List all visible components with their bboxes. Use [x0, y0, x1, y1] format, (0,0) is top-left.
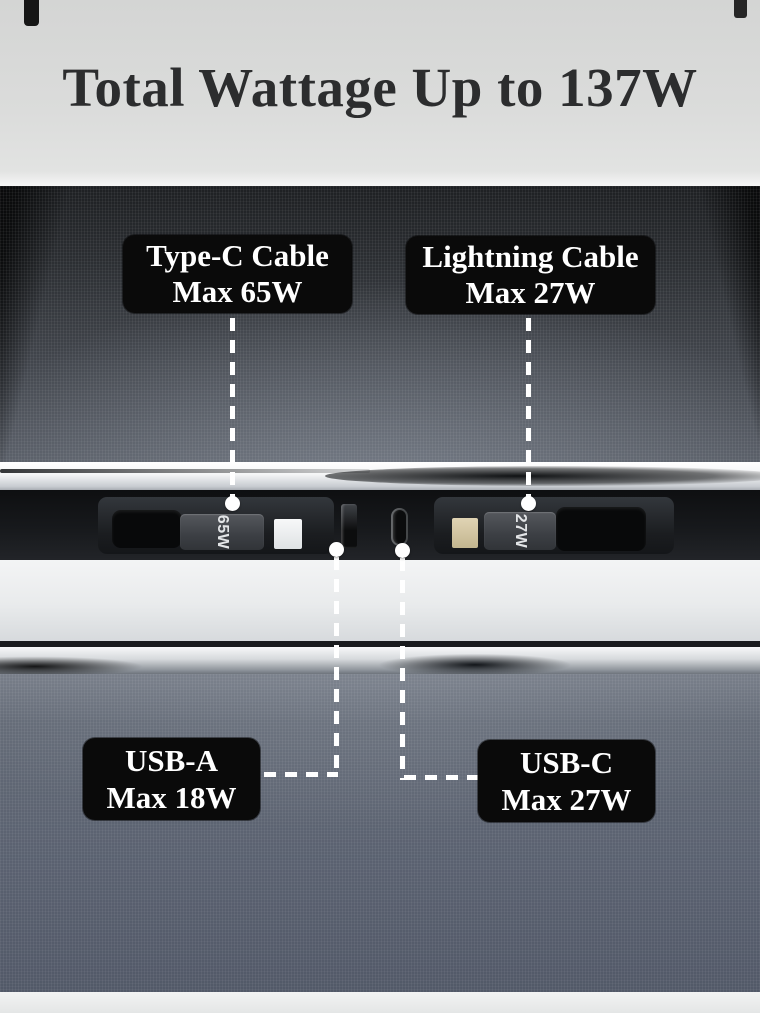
type-c-plug-body: 65W: [180, 514, 264, 550]
lightning-plug-tip: [452, 518, 478, 548]
label-type-c-cable: Type-C Cable Max 65W: [123, 235, 352, 313]
callout-dot-usb-a: [329, 542, 344, 557]
tray-front-edge: [0, 560, 760, 641]
type-c-wattage-marking: 65W: [214, 514, 231, 550]
type-c-cable-strain-relief: [112, 510, 182, 548]
callout-dot-lightning: [521, 496, 536, 511]
label-usb-a-line1: USB-A: [124, 743, 218, 778]
label-type-c-line2: Max 65W: [172, 274, 303, 309]
callout-line-type-c: [230, 318, 235, 502]
usb-a-connector-slot: [341, 504, 357, 548]
label-usb-c: USB-C Max 27W: [478, 740, 655, 822]
callout-dot-usb-c: [395, 543, 410, 558]
label-usb-a: USB-A Max 18W: [83, 738, 260, 820]
callout-line-usb-c-horizontal: [404, 775, 480, 780]
console-lid-surface: [0, 186, 760, 462]
chrome-trim-upper: [0, 462, 760, 490]
callout-line-usb-a-horizontal: [264, 772, 338, 777]
chrome-trim-lower: [0, 641, 760, 674]
label-lightning-line2: Max 27W: [465, 275, 596, 310]
type-c-plug-tip: [274, 519, 302, 549]
carbon-texture: [0, 186, 760, 462]
callout-line-usb-a-vertical: [334, 557, 339, 777]
label-lightning-line1: Lightning Cable: [422, 239, 639, 274]
usb-c-connector-slot: [391, 508, 408, 546]
page-title: Total Wattage Up to 137W: [62, 57, 698, 118]
console-base-surface: [0, 674, 760, 992]
photo-edge-mark-left: [24, 0, 39, 26]
lightning-cable-strain-relief: [556, 507, 646, 551]
header-band: Total Wattage Up to 137W: [0, 0, 760, 186]
lightning-wattage-marking: 27W: [512, 513, 529, 549]
label-lightning-cable: Lightning Cable Max 27W: [406, 236, 655, 314]
linen-texture: [0, 674, 760, 992]
label-usb-c-line1: USB-C: [519, 745, 613, 780]
callout-line-usb-c-vertical: [400, 558, 405, 780]
callout-dot-type-c: [225, 496, 240, 511]
callout-line-lightning: [526, 318, 531, 502]
label-usb-a-line2: Max 18W: [106, 780, 237, 815]
photo-edge-mark-right: [734, 0, 747, 18]
label-type-c-line1: Type-C Cable: [146, 238, 329, 273]
label-usb-c-line2: Max 27W: [501, 782, 632, 817]
footer-strip: [0, 992, 760, 1013]
cable-tray: 65W 27W: [0, 490, 760, 560]
lightning-plug-body: 27W: [484, 512, 556, 550]
